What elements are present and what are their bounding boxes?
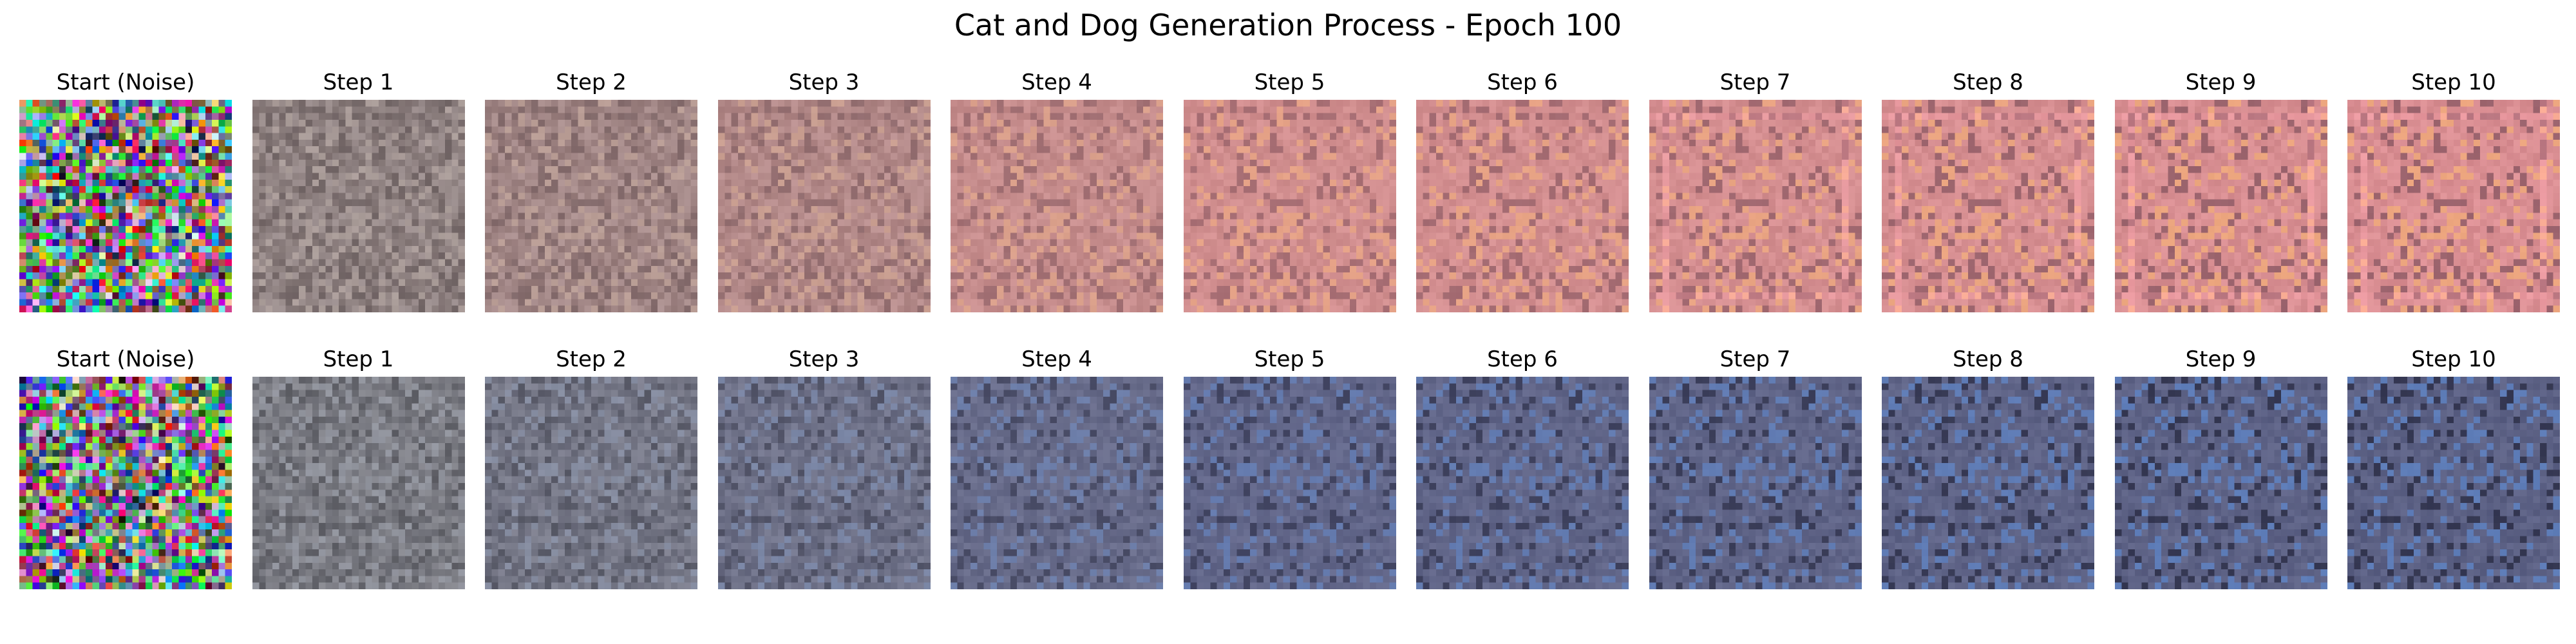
figure-title: Cat and Dog Generation Process - Epoch 1… [954, 8, 1622, 43]
generated-image [951, 377, 1163, 589]
panel-title: Step 8 [1953, 70, 2023, 95]
generated-image [252, 377, 465, 589]
panel-title: Step 10 [2411, 346, 2496, 372]
panel-title: Step 1 [323, 346, 394, 372]
panel-title: Step 5 [1254, 346, 1325, 372]
panel-title: Step 3 [788, 346, 860, 372]
panel-title: Start (Noise) [56, 346, 195, 372]
generated-image [252, 100, 465, 312]
generated-image [1882, 100, 2094, 312]
panel-title: Step 4 [1021, 70, 1092, 95]
generated-image [1649, 377, 1862, 589]
panel-title: Step 7 [1719, 70, 1791, 95]
generated-image [951, 100, 1163, 312]
panel-title: Start (Noise) [56, 70, 195, 95]
panel-title: Step 9 [2185, 346, 2257, 372]
generated-image [1183, 377, 1396, 589]
generated-image [717, 100, 931, 312]
panel-title: Step 2 [556, 70, 627, 95]
noise-image [19, 100, 232, 312]
noise-image [19, 377, 232, 589]
panel-title: Step 4 [1021, 346, 1092, 372]
generated-image [485, 100, 697, 312]
generated-image [1416, 100, 1629, 312]
panel-title: Step 10 [2411, 70, 2496, 95]
generated-image [1183, 100, 1396, 312]
generated-image [2347, 377, 2560, 589]
generated-image [485, 377, 697, 589]
generated-image [1649, 100, 1862, 312]
generated-image [2114, 100, 2327, 312]
panel-title: Step 1 [323, 70, 394, 95]
generated-image [1882, 377, 2094, 589]
panel-title: Step 8 [1953, 346, 2023, 372]
generated-image [2347, 100, 2560, 312]
generated-image [1416, 377, 1629, 589]
generated-image [717, 377, 931, 589]
panel-title: Step 6 [1487, 70, 1558, 95]
panel-title: Step 2 [556, 346, 627, 372]
panel-title: Step 7 [1719, 346, 1791, 372]
panel-title: Step 5 [1254, 70, 1325, 95]
generated-image [2114, 377, 2327, 589]
panel-title: Step 9 [2185, 70, 2257, 95]
panel-title: Step 3 [788, 70, 860, 95]
panel-title: Step 6 [1487, 346, 1558, 372]
